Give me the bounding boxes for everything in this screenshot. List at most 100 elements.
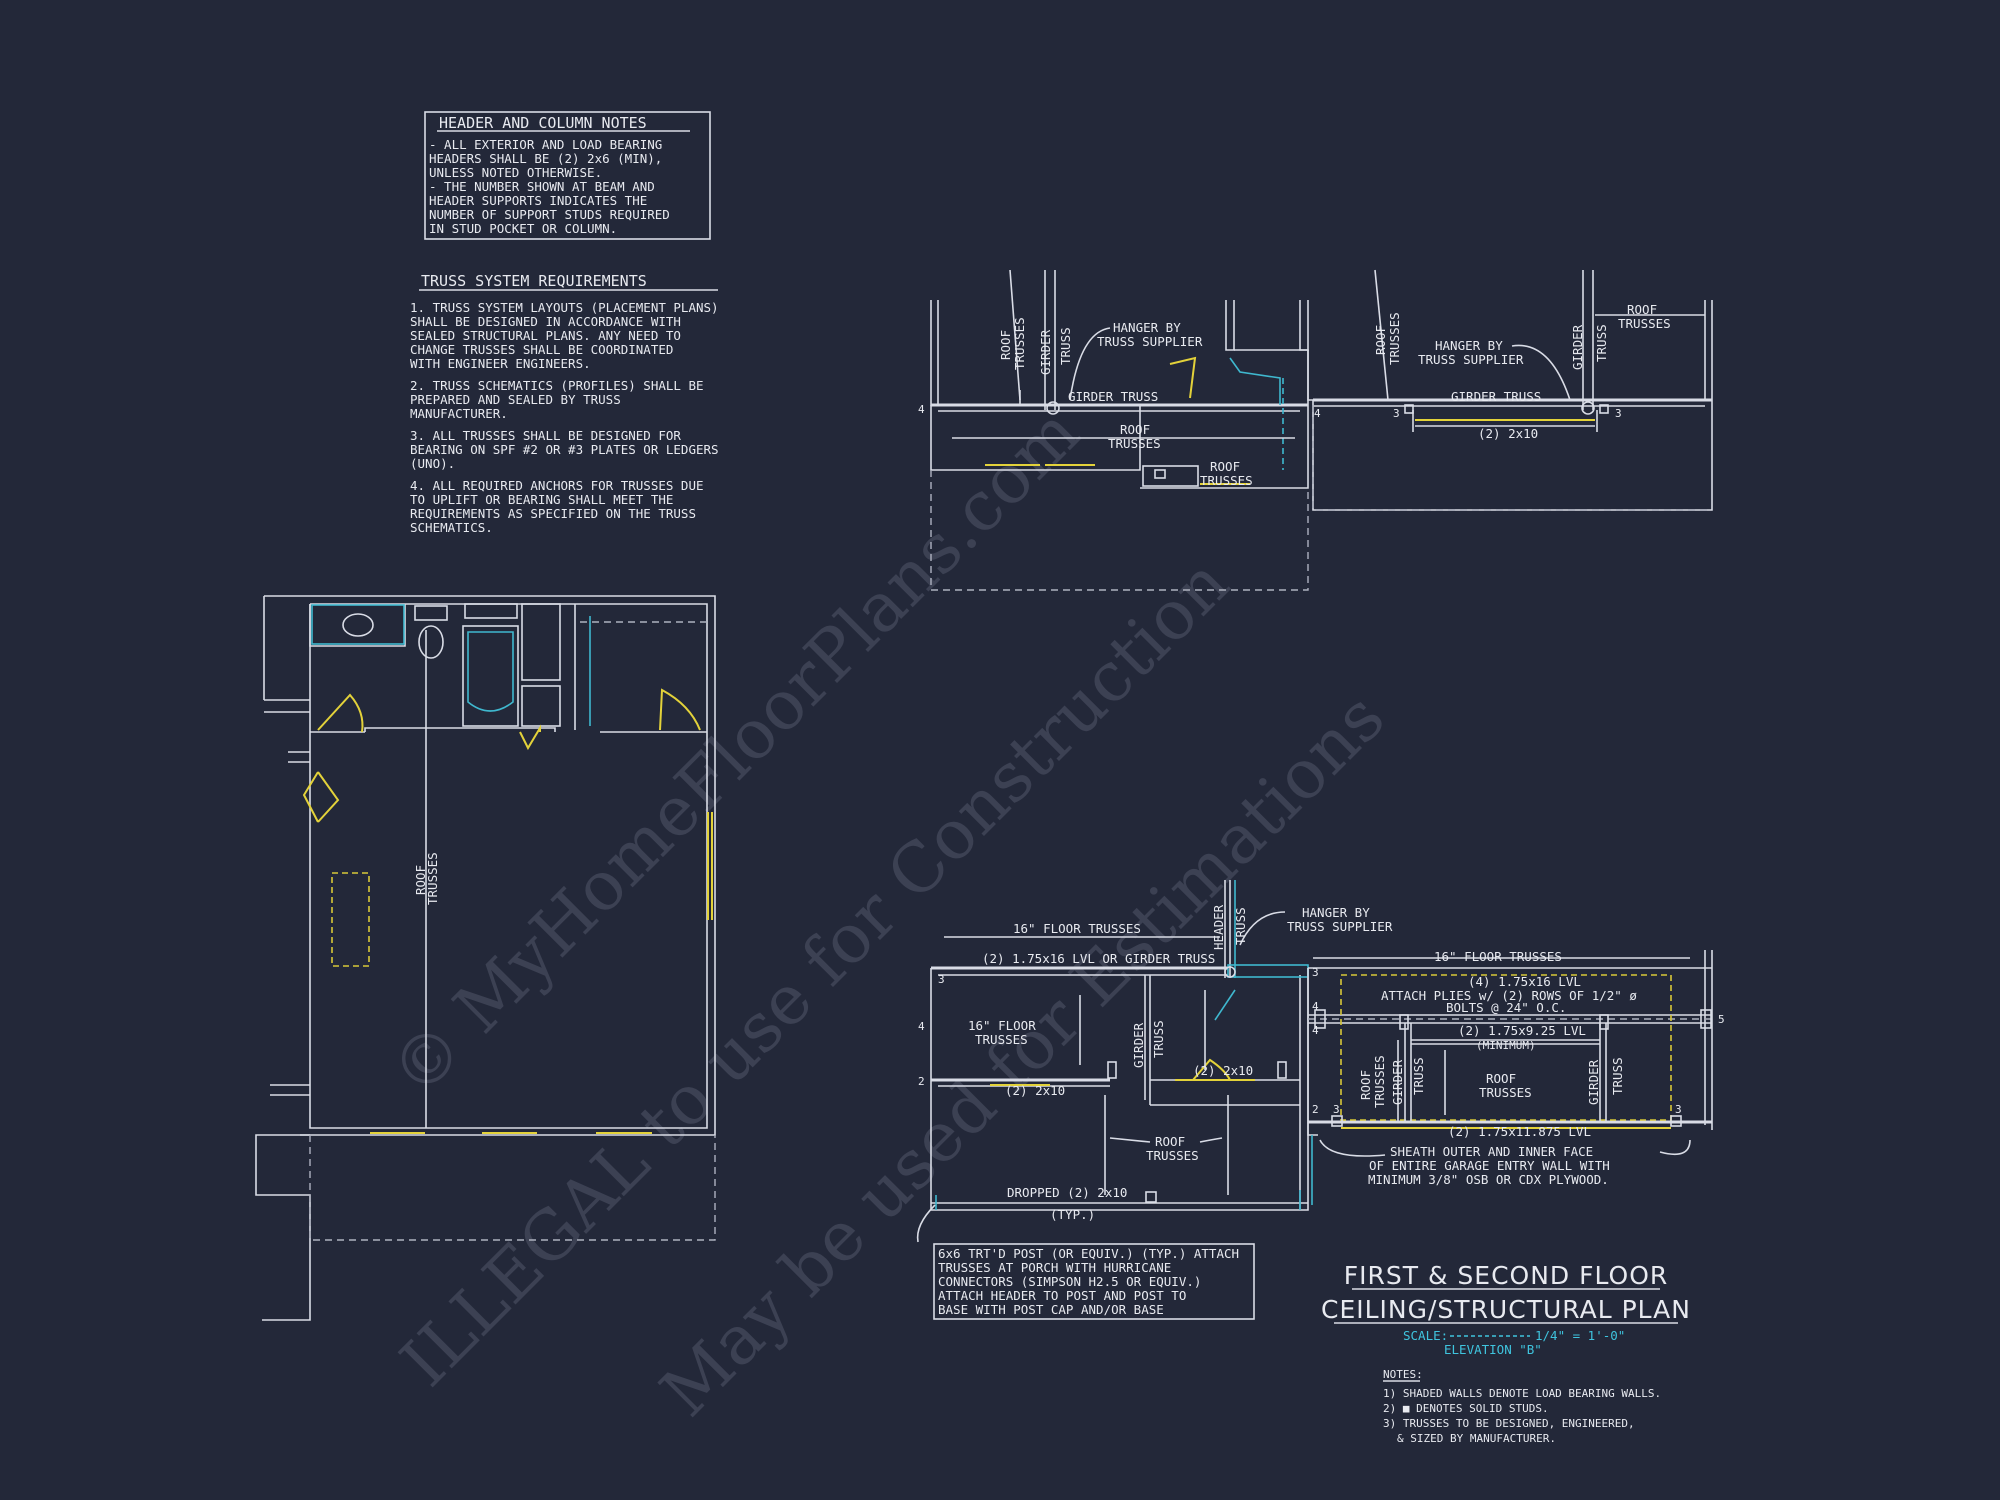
girder-label: GIRDER (1131, 1022, 1146, 1068)
roof-trusses-label: TRUSSES (1012, 317, 1027, 370)
post-note-box (933, 1243, 1255, 1320)
post-note-line: BASE WITH POST CAP AND/OR BASE (938, 1302, 1164, 1317)
hanger-label: TRUSS SUPPLIER (1097, 334, 1203, 349)
plan-title-line-1: FIRST & SECOND FLOOR (1344, 1261, 1669, 1290)
truss-req-line: SEALED STRUCTURAL PLANS. ANY NEED TO (410, 328, 681, 343)
truss-req-line: 2. TRUSS SCHEMATICS (PROFILES) SHALL BE (410, 378, 704, 393)
header-notes-title: HEADER AND COLUMN NOTES (439, 114, 647, 132)
minimum-label: (MINIMUM) (1476, 1039, 1536, 1052)
scale-label: SCALE: (1403, 1328, 1448, 1343)
title-block: FIRST & SECOND FLOOR CEILING/STRUCTURAL … (1321, 1261, 1691, 1357)
header-size-label: (2) 2x10 (1193, 1063, 1253, 1078)
truss-req-line: BEARING ON SPF #2 OR #3 PLATES OR LEDGER… (410, 442, 719, 457)
hanger-label: HANGER BY (1113, 320, 1181, 335)
attach-note: ATTACH PLIES w/ (2) ROWS OF 1/2" ø (1381, 988, 1637, 1003)
floor-trusses-label: 16" FLOOR TRUSSES (1013, 921, 1141, 936)
hanger-label: HANGER BY (1302, 905, 1370, 920)
header-note-line: - ALL EXTERIOR AND LOAD BEARING (429, 137, 662, 152)
notes-title: NOTES: (1383, 1368, 1423, 1381)
trusses-label: TRUSSES (1372, 1055, 1387, 1108)
stud-count: 2 (918, 1075, 925, 1088)
stud-count: 2 (1312, 1103, 1319, 1116)
roof-label: ROOF (1486, 1071, 1516, 1086)
notes-line: 1) SHADED WALLS DENOTE LOAD BEARING WALL… (1383, 1387, 1661, 1400)
truss-req-line: SCHEMATICS. (410, 520, 493, 535)
stud-count: 3 (1393, 407, 1400, 420)
dropped-header-label: DROPPED (2) 2x10 (1007, 1185, 1127, 1200)
stud-count: 3 (1312, 966, 1319, 979)
header-size-label: (2) 2x10 (1005, 1083, 1065, 1098)
scale-value: 1/4" = 1'-0" (1535, 1328, 1625, 1343)
trusses-label: TRUSSES (1387, 312, 1402, 365)
hanger-label: HANGER BY (1435, 338, 1503, 353)
roof-trusses-label: ROOF (998, 330, 1013, 360)
stud-count: 5 (1718, 1013, 1725, 1026)
trusses-label: TRUSSES (425, 852, 440, 905)
truss-label: TRUSS (1411, 1057, 1426, 1095)
header-size-label: (2) 2x10 (1478, 426, 1538, 441)
truss-req-line: REQUIREMENTS AS SPECIFIED ON THE TRUSS (410, 506, 696, 521)
lvl-label: (2) 1.75x9.25 LVL (1458, 1023, 1586, 1038)
header-note-line: HEADER SUPPORTS INDICATES THE (429, 193, 647, 208)
post-note: 6x6 TRT'D POST (OR EQUIV.) (TYP.) ATTACH… (933, 1243, 1255, 1320)
post-note-line: TRUSSES AT PORCH WITH HURRICANE (938, 1260, 1171, 1275)
roof-label: ROOF (1120, 422, 1150, 437)
trusses-label: TRUSSES (1479, 1085, 1532, 1100)
sheath-note: MINIMUM 3/8" OSB OR CDX PLYWOOD. (1368, 1172, 1609, 1187)
left-floor-plan: ROOF TRUSSES (255, 595, 716, 1321)
hanger-label: TRUSS SUPPLIER (1287, 919, 1393, 934)
top-roof-plan: ROOF TRUSSES GIRDER TRUSS HANGER BY TRUS… (918, 269, 1713, 591)
trusses-label: TRUSSES (1200, 473, 1253, 488)
roof-label: ROOF (413, 865, 428, 895)
stud-count: 4 (918, 403, 925, 416)
roof-label: ROOF (1373, 325, 1388, 355)
floor-trusses-label: 16" FLOOR TRUSSES (1434, 949, 1562, 964)
truss-req-title: TRUSS SYSTEM REQUIREMENTS (421, 272, 647, 290)
girder-label: GIRDER (1570, 324, 1585, 370)
trusses-label: TRUSSES (1146, 1148, 1199, 1163)
truss-label: TRUSS (1151, 1020, 1166, 1058)
lvl-girder-label: (2) 1.75x16 LVL OR GIRDER TRUSS (982, 951, 1215, 966)
stud-count: 4 (1312, 1024, 1319, 1037)
stud-count: 3 (1333, 1103, 1340, 1116)
plan-title-line-2: CEILING/STRUCTURAL PLAN (1321, 1295, 1691, 1324)
roof-label: ROOF (1155, 1134, 1185, 1149)
stud-count: 4 (918, 1020, 925, 1033)
truss-req-line: PREPARED AND SEALED BY TRUSS (410, 392, 621, 407)
truss-req-line: MANUFACTURER. (410, 406, 508, 421)
stud-count: 3 (1615, 407, 1622, 420)
truss-label: TRUSS (1594, 324, 1609, 362)
truss-label: TRUSS (1058, 327, 1073, 365)
girder-truss-label: GIRDER TRUSS (1068, 389, 1158, 404)
header-note-line: IN STUD POCKET OR COLUMN. (429, 221, 617, 236)
girder-label: GIRDER (1586, 1059, 1601, 1105)
truss-req-line: 4. ALL REQUIRED ANCHORS FOR TRUSSES DUE (410, 478, 704, 493)
notes-line: 2) ■ DENOTES SOLID STUDS. (1383, 1402, 1549, 1415)
truss-label: TRUSS (1233, 907, 1248, 945)
girder-truss-label: GIRDER TRUSS (1451, 389, 1541, 404)
girder-label: GIRDER (1038, 329, 1053, 375)
truss-req-line: 3. ALL TRUSSES SHALL BE DESIGNED FOR (410, 428, 681, 443)
elevation-label: ELEVATION "B" (1444, 1342, 1542, 1357)
truss-req-line: CHANGE TRUSSES SHALL BE COORDINATED (410, 342, 673, 357)
truss-req-line: TO UPLIFT OR BEARING SHALL MEET THE (410, 492, 673, 507)
header-note-line: HEADERS SHALL BE (2) 2x6 (MIN), (429, 151, 662, 166)
header-label: HEADER (1211, 904, 1226, 950)
lvl-label: (4) 1.75x16 LVL (1468, 974, 1581, 989)
notes-line: 3) TRUSSES TO BE DESIGNED, ENGINEERED, (1383, 1417, 1635, 1430)
sheath-note: SHEATH OUTER AND INNER FACE (1390, 1144, 1593, 1159)
stud-count: 3 (1675, 1103, 1682, 1116)
header-column-notes: HEADER AND COLUMN NOTES - ALL EXTERIOR A… (424, 111, 711, 240)
header-notes-box (424, 111, 711, 240)
truss-req-line: (UNO). (410, 456, 455, 471)
floor-trusses-label: 16" FLOOR (968, 1018, 1036, 1033)
stud-count: 4 (1314, 407, 1321, 420)
truss-req-line: SHALL BE DESIGNED IN ACCORDANCE WITH (410, 314, 681, 329)
truss-label: TRUSS (1610, 1057, 1625, 1095)
sheath-note: OF ENTIRE GARAGE ENTRY WALL WITH (1369, 1158, 1610, 1173)
roof-label: ROOF (1358, 1070, 1373, 1100)
stud-count: 4 (1312, 1000, 1319, 1013)
general-notes: NOTES: 1) SHADED WALLS DENOTE LOAD BEARI… (1383, 1368, 1661, 1445)
post-note-line: CONNECTORS (SIMPSON H2.5 OR EQUIV.) (938, 1274, 1201, 1289)
